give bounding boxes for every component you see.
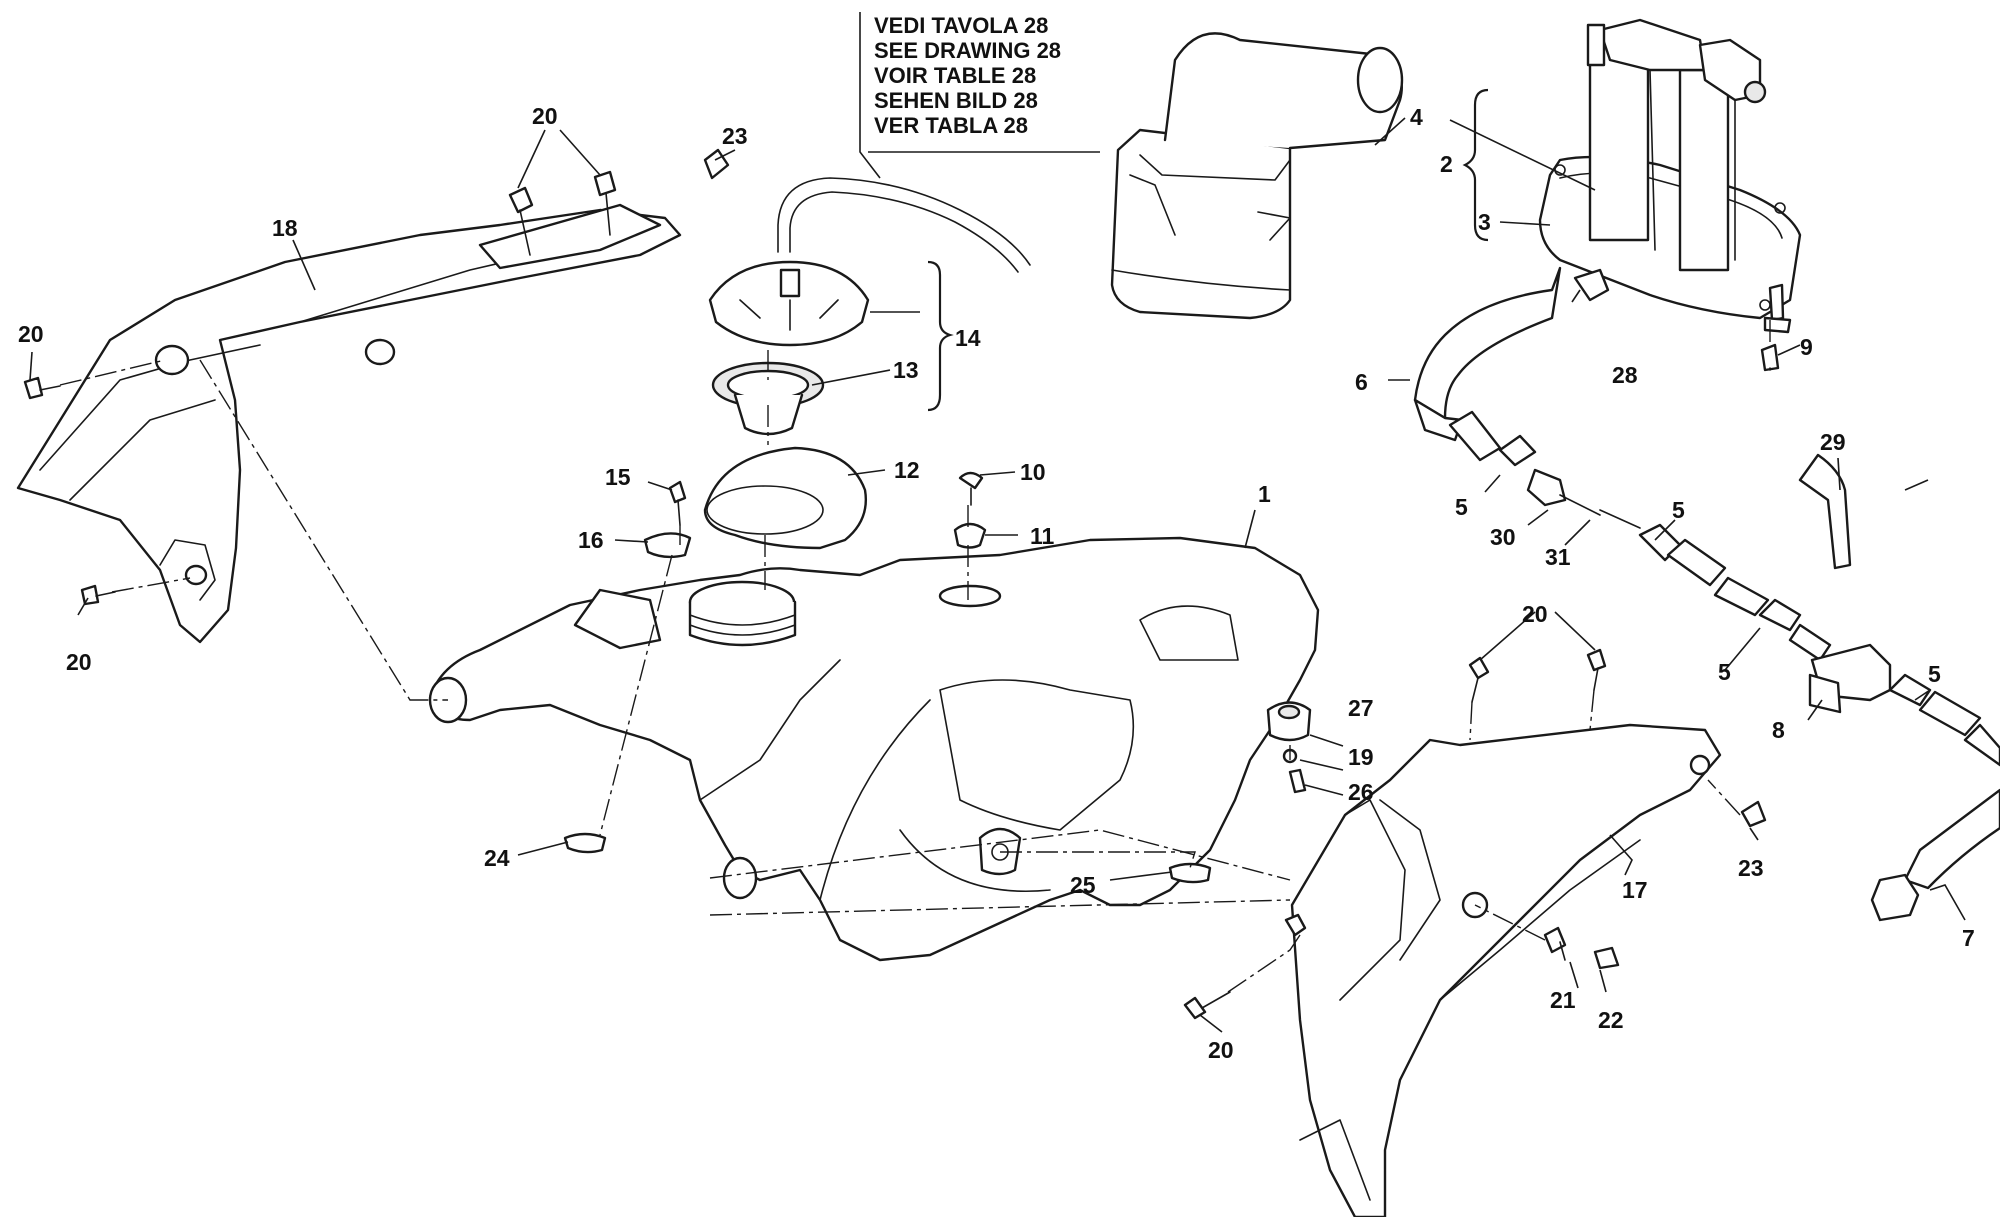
callout-20d: 20: [1522, 601, 1548, 627]
left-side-panel: [16, 203, 682, 644]
callout-26: 26: [1348, 779, 1374, 805]
callout-23a: 23: [722, 123, 748, 149]
reference-line-2: SEE DRAWING 28: [874, 38, 1061, 63]
reference-line-1: VEDI TAVOLA 28: [874, 13, 1048, 38]
brace-2: [1462, 88, 1489, 242]
callout-29: 29: [1820, 429, 1846, 455]
callout-8: 8: [1772, 717, 1785, 743]
callout-11: 11: [1030, 523, 1055, 549]
callout-5d: 5: [1928, 661, 1941, 687]
right-side-panel: [1284, 723, 1722, 1217]
callout-23b: 23: [1738, 855, 1764, 881]
callout-6: 6: [1355, 369, 1368, 395]
callout-5b: 5: [1672, 497, 1685, 523]
callout-12: 12: [894, 457, 920, 483]
fuel-tank: [428, 536, 1320, 962]
fuel-hoses: [1413, 266, 2000, 922]
callout-16: 16: [578, 527, 604, 553]
callout-labels: 1 2 3 4 5 5 5 5 6 7 8 9 10 11 12 13 14 1…: [18, 103, 1975, 1063]
callout-7: 7: [1962, 925, 1975, 951]
callout-3: 3: [1478, 209, 1491, 235]
reference-note: VEDI TAVOLA 28 SEE DRAWING 28 VOIR TABLE…: [859, 12, 1100, 179]
reference-line-5: VER TABLA 28: [874, 113, 1028, 138]
reference-line-3: VOIR TABLE 28: [874, 63, 1036, 88]
callout-4: 4: [1410, 104, 1423, 130]
callout-2: 2: [1440, 151, 1453, 177]
callout-19: 19: [1348, 744, 1374, 770]
canister: [1110, 32, 1404, 320]
callout-25: 25: [1070, 872, 1096, 898]
fuel-pump: [1538, 18, 1802, 320]
reference-line-4: SEHEN BILD 28: [874, 88, 1038, 113]
vent-hose: [777, 177, 1031, 273]
callout-20b: 20: [18, 321, 44, 347]
callout-1: 1: [1258, 481, 1271, 507]
callout-22: 22: [1598, 1007, 1624, 1033]
callout-24: 24: [484, 845, 510, 871]
callout-30: 30: [1490, 524, 1516, 550]
assembly-lines: [59, 320, 1771, 993]
callout-20c: 20: [66, 649, 92, 675]
hardware: [23, 148, 1792, 1020]
callout-21: 21: [1550, 987, 1576, 1013]
callout-17: 17: [1622, 877, 1648, 903]
callout-9: 9: [1800, 334, 1813, 360]
brace-14: [927, 260, 954, 412]
callout-5c: 5: [1718, 659, 1731, 685]
callout-20e: 20: [1208, 1037, 1234, 1063]
leader-lines: [29, 117, 1966, 1033]
callout-15: 15: [605, 464, 631, 490]
fuel-cap-assembly: [703, 260, 870, 550]
callout-18: 18: [272, 215, 298, 241]
callout-5a: 5: [1455, 494, 1468, 520]
callout-14: 14: [955, 325, 981, 351]
callout-10: 10: [1020, 459, 1046, 485]
callout-31: 31: [1545, 544, 1571, 570]
callout-20a: 20: [532, 103, 558, 129]
callout-13: 13: [893, 357, 919, 383]
callout-28: 28: [1612, 362, 1638, 388]
callout-27: 27: [1348, 695, 1374, 721]
